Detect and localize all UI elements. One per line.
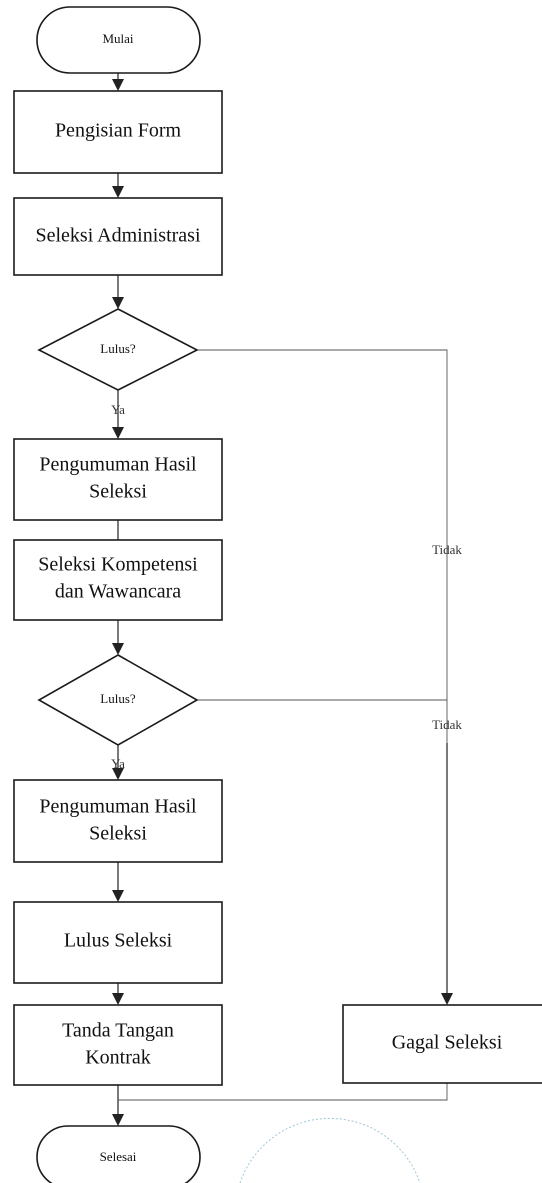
end-node: Selesai	[36, 1125, 201, 1183]
edge-label-yes-1: Ya	[111, 402, 125, 417]
start-terminator	[36, 6, 201, 74]
competency-label-line2: dan Wawancara	[55, 581, 181, 603]
admin-label: Seleksi Administrasi	[36, 225, 201, 247]
fail-node: Gagal Seleksi	[342, 1004, 542, 1084]
start-label: Mulai	[102, 31, 133, 46]
decision1-label: Lulus?	[100, 341, 136, 356]
announce2-label-line1: Pengumuman Hasil	[39, 796, 197, 818]
announce1-process-box	[13, 438, 223, 521]
edge-label-no-2: Tidak	[432, 717, 462, 732]
edge-label-no-1: Tidak	[432, 542, 462, 557]
edge-decision1-no	[197, 349, 448, 743]
admin-process-box	[13, 197, 223, 276]
decision2-diamond	[37, 654, 199, 746]
announce1-label-line2: Seleksi	[89, 481, 147, 503]
form-node: Pengisian Form	[13, 90, 223, 174]
announce2-node: Pengumuman Hasil Seleksi	[13, 779, 223, 863]
announce2-process-box	[13, 779, 223, 863]
pass-process-box	[13, 901, 223, 984]
decision1-node: Lulus?	[37, 308, 199, 391]
contract-node: Tanda Tangan Kontrak	[13, 1004, 223, 1086]
competency-process-box	[13, 539, 223, 621]
end-terminator	[36, 1125, 201, 1183]
announce1-node: Pengumuman Hasil Seleksi	[13, 438, 223, 521]
decision2-label: Lulus?	[100, 691, 136, 706]
stamp-watermark	[239, 1117, 421, 1183]
fail-process-box	[342, 1004, 542, 1084]
admin-node: Seleksi Administrasi	[13, 197, 223, 276]
contract-process-box	[13, 1004, 223, 1086]
announce1-label-line1: Pengumuman Hasil	[39, 454, 197, 476]
contract-label-line1: Tanda Tangan	[62, 1020, 174, 1042]
form-process-box	[13, 90, 223, 174]
decision2-node: Lulus?	[37, 654, 199, 746]
competency-label-line1: Seleksi Kompetensi	[38, 554, 198, 576]
connectors	[112, 73, 453, 1126]
decision1-diamond	[37, 308, 199, 391]
contract-label-line2: Kontrak	[85, 1047, 151, 1069]
edge-label-yes-2: Ya	[111, 756, 125, 771]
start-node: Mulai	[36, 6, 201, 74]
competency-node: Seleksi Kompetensi dan Wawancara	[13, 539, 223, 621]
edge-fail-to-end	[118, 1083, 448, 1101]
announce2-label-line2: Seleksi	[89, 823, 147, 845]
pass-label: Lulus Seleksi	[64, 930, 173, 952]
pass-node: Lulus Seleksi	[13, 901, 223, 984]
form-label: Pengisian Form	[55, 120, 182, 142]
end-label: Selesai	[100, 1149, 137, 1164]
fail-label: Gagal Seleksi	[392, 1032, 503, 1054]
